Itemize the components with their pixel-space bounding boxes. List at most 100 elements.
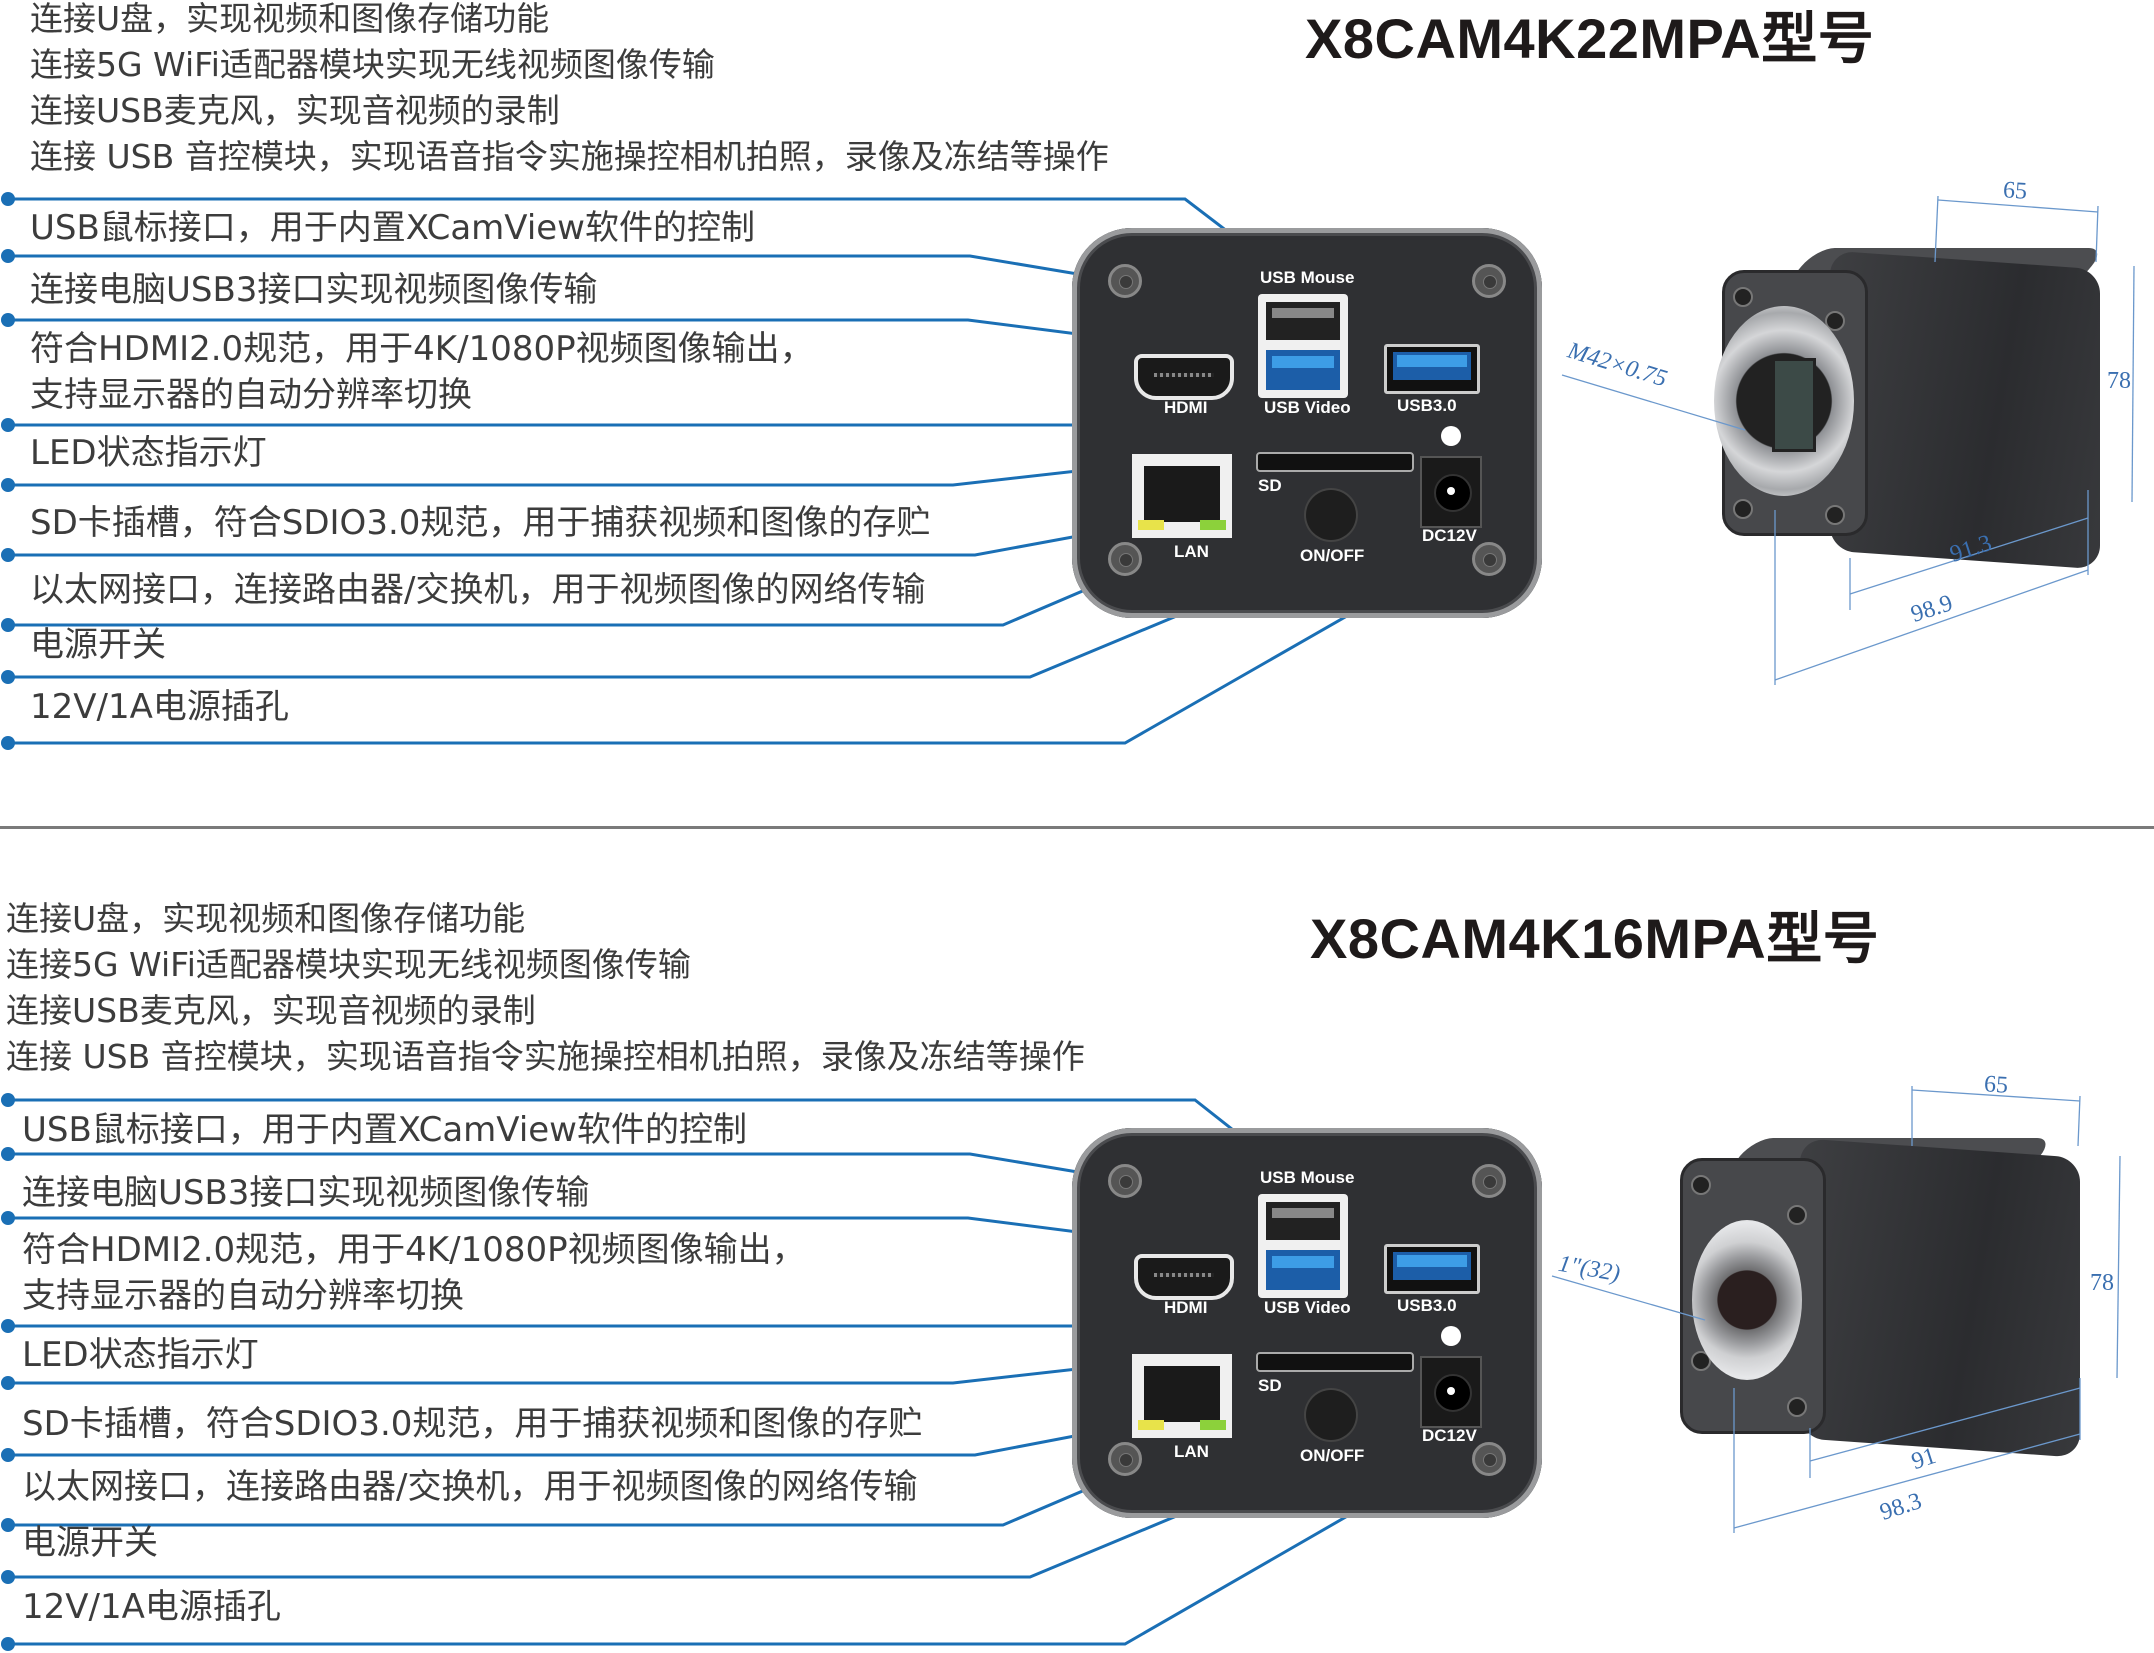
callout-hdmi-line2: 支持显示器的自动分辨率切换: [22, 1276, 464, 1316]
label-usb-video: USB Video: [1264, 1298, 1351, 1317]
usb-mouse-port: [1266, 1202, 1340, 1240]
label-onoff: ON/OFF: [1300, 546, 1365, 565]
lan-socket: [1144, 1366, 1220, 1422]
callout-usb-mouse: USB鼠标接口，用于内置XCamView软件的控制: [30, 208, 755, 248]
label-sd: SD: [1258, 1376, 1282, 1395]
intro-line: 连接U盘，实现视频和图像存储功能: [6, 899, 526, 938]
screw-icon: [1733, 287, 1753, 307]
hdmi-port: [1134, 1254, 1234, 1300]
hdmi-port: [1134, 354, 1234, 400]
label-lan: LAN: [1174, 1442, 1209, 1461]
sd-card-slot: [1256, 1352, 1414, 1372]
callout-dc-jack: 12V/1A电源插孔: [22, 1587, 281, 1627]
model-title: X8CAM4K16MPA型号: [1310, 907, 1880, 970]
dimension-lines: [1561, 195, 2135, 685]
lan-socket: [1144, 466, 1220, 522]
screw-icon: [1733, 499, 1753, 519]
intro-line: 连接U盘，实现视频和图像存储功能: [30, 0, 550, 38]
lan-led-yellow: [1138, 520, 1164, 530]
section-divider: [0, 826, 2154, 829]
intro-feature-list: 连接U盘，实现视频和图像存储功能 连接5G WiFi适配器模块实现无线视频图像传…: [6, 896, 1085, 1080]
label-onoff: ON/OFF: [1300, 1446, 1365, 1465]
callout-dc-jack: 12V/1A电源插孔: [30, 687, 289, 727]
lan-port: [1132, 1354, 1232, 1438]
callout-lan: 以太网接口，连接路由器/交换机，用于视频图像的网络传输: [30, 570, 926, 610]
screw-icon: [1825, 311, 1845, 331]
callout-led: LED状态指示灯: [22, 1335, 259, 1375]
model-section-x8cam4k16mpa: X8CAM4K16MPA型号 连接U盘，实现视频和图像存储功能 连接5G WiF…: [0, 828, 2154, 1653]
callout-usb-video: 连接电脑USB3接口实现视频图像传输: [30, 270, 598, 310]
model-section-x8cam4k22mpa: X8CAM4K22MPA型号 连接U盘，实现视频和图像存储功能 连接5G WiF…: [0, 0, 2154, 826]
camera-3d-view-m42: [1714, 240, 2120, 570]
camera-back-panel: USB Mouse HDMI USB Video USB3.0 LAN SD O…: [1072, 1128, 1542, 1518]
callout-power-switch: 电源开关: [30, 625, 166, 665]
label-dc12v: DC12V: [1422, 526, 1477, 545]
callout-usb-mouse: USB鼠标接口，用于内置XCamView软件的控制: [22, 1110, 747, 1150]
dc-power-jack: [1420, 1356, 1482, 1428]
intro-line: 连接USB麦克风，实现音视频的录制: [6, 991, 536, 1030]
callout-power-switch: 电源开关: [22, 1523, 158, 1563]
screw-icon: [1108, 264, 1142, 298]
dim-height: 78: [2090, 1270, 2114, 1296]
lan-led-yellow: [1138, 1420, 1164, 1430]
screw-icon: [1691, 1175, 1711, 1195]
screw-icon: [1108, 542, 1142, 576]
intro-line: 连接5G WiFi适配器模块实现无线视频图像传输: [6, 945, 691, 984]
callout-led: LED状态指示灯: [30, 433, 267, 473]
dim-width: 65: [1983, 1071, 2009, 1099]
label-usb-mouse: USB Mouse: [1260, 1168, 1355, 1187]
lan-port: [1132, 454, 1232, 538]
dim-width: 65: [2002, 177, 2028, 205]
dc-power-jack: [1420, 456, 1482, 528]
dim-height: 78: [2107, 368, 2131, 394]
screw-icon: [1108, 1442, 1142, 1476]
led-indicator: [1441, 426, 1461, 446]
callout-usb-video: 连接电脑USB3接口实现视频图像传输: [22, 1173, 590, 1213]
label-hdmi: HDMI: [1164, 398, 1208, 417]
screw-icon: [1472, 264, 1506, 298]
callout-hdmi-line1: 符合HDMI2.0规范，用于4K/1080P视频图像输出，: [22, 1230, 806, 1270]
camera-back-panel: USB Mouse HDMI USB Video USB3.0 LAN SD O…: [1072, 228, 1542, 618]
usb3-port: [1384, 344, 1480, 394]
screw-icon: [1691, 1351, 1711, 1371]
intro-line: 连接5G WiFi适配器模块实现无线视频图像传输: [30, 45, 715, 84]
camera-3d-view-cmount: [1680, 1138, 2100, 1468]
usb-stack-port: [1258, 1194, 1348, 1298]
screw-icon: [1472, 1442, 1506, 1476]
model-title: X8CAM4K22MPA型号: [1305, 7, 1875, 70]
usb-stack-port: [1258, 294, 1348, 398]
intro-line: 连接USB麦克风，实现音视频的录制: [30, 91, 560, 130]
lan-led-green: [1200, 1420, 1226, 1430]
screw-icon: [1787, 1205, 1807, 1225]
usb-video-port: [1266, 1250, 1340, 1290]
screw-icon: [1787, 1397, 1807, 1417]
dimension-lines: [1551, 1086, 2121, 1533]
screw-icon: [1825, 505, 1845, 525]
label-usb3: USB3.0: [1397, 396, 1457, 415]
usb-video-port: [1266, 350, 1340, 390]
label-usb3: USB3.0: [1397, 1296, 1457, 1315]
usb-mouse-port: [1266, 302, 1340, 340]
label-usb-video: USB Video: [1264, 398, 1351, 417]
callout-hdmi-line1: 符合HDMI2.0规范，用于4K/1080P视频图像输出，: [30, 329, 814, 369]
c-mount-lens-ring: [1692, 1220, 1802, 1380]
callout-sd-slot: SD卡插槽，符合SDIO3.0规范，用于捕获视频和图像的存贮: [30, 503, 931, 543]
screw-icon: [1108, 1164, 1142, 1198]
image-sensor: [1772, 358, 1816, 452]
usb3-port: [1384, 1244, 1480, 1294]
screw-icon: [1472, 1164, 1506, 1198]
label-sd: SD: [1258, 476, 1282, 495]
power-button: [1306, 490, 1356, 540]
label-usb-mouse: USB Mouse: [1260, 268, 1355, 287]
sd-card-slot: [1256, 452, 1414, 472]
callout-sd-slot: SD卡插槽，符合SDIO3.0规范，用于捕获视频和图像的存贮: [22, 1404, 923, 1444]
callout-hdmi-line2: 支持显示器的自动分辨率切换: [30, 375, 472, 415]
label-hdmi: HDMI: [1164, 1298, 1208, 1317]
callout-lan: 以太网接口，连接路由器/交换机，用于视频图像的网络传输: [22, 1467, 918, 1507]
power-button: [1306, 1390, 1356, 1440]
label-dc12v: DC12V: [1422, 1426, 1477, 1445]
intro-feature-list: 连接U盘，实现视频和图像存储功能 连接5G WiFi适配器模块实现无线视频图像传…: [30, 0, 1109, 180]
led-indicator: [1441, 1326, 1461, 1346]
screw-icon: [1472, 542, 1506, 576]
label-lan: LAN: [1174, 542, 1209, 561]
